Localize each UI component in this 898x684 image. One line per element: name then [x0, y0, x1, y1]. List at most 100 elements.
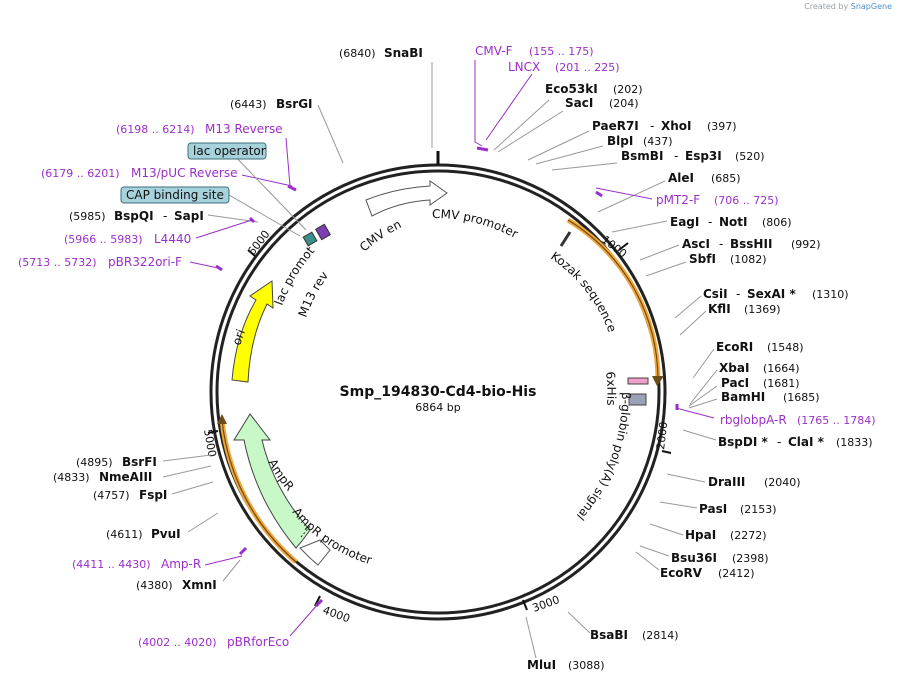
primer-pmt2-f[interactable]: pMT2-F(706 .. 725) — [656, 193, 779, 207]
site-pvui[interactable]: (4611)PvuI — [106, 527, 181, 541]
cmv-enhancer-arrow[interactable] — [365, 180, 448, 217]
svg-text:(1765 .. 1784): (1765 .. 1784) — [797, 414, 876, 427]
primer-l4440[interactable]: (5966 .. 5983)L4440 — [64, 232, 191, 246]
svg-text:BsmBI: BsmBI — [621, 149, 663, 163]
svg-text:(1681): (1681) — [763, 377, 800, 390]
site-bspdi[interactable]: BspDI *-ClaI * (1833) — [718, 435, 873, 449]
svg-text:BssHII: BssHII — [730, 237, 772, 251]
svg-text:(2412): (2412) — [718, 567, 755, 580]
site-bamhi[interactable]: BamHI (1685) — [721, 390, 820, 404]
svg-text:(6840): (6840) — [339, 47, 376, 60]
svg-text:BsrFI: BsrFI — [122, 455, 157, 469]
feature-m13-rev: M13 rev — [296, 269, 331, 319]
site-nmeaiii[interactable]: (4833)NmeAIII — [53, 470, 152, 484]
primer-pbrforeco[interactable]: (4002 .. 4020)pBRforEco — [138, 635, 289, 649]
site-sbfi[interactable]: SbfI(1082) — [689, 252, 767, 266]
svg-text:(806): (806) — [762, 216, 792, 229]
ori-arrow[interactable] — [231, 280, 274, 383]
site-mlui[interactable]: MluI (3088) — [527, 658, 605, 672]
svg-text:PacI: PacI — [721, 376, 749, 390]
site-fspi[interactable]: (4757)FspI — [93, 488, 167, 502]
site-bsrfi[interactable]: (4895)BsrFI — [76, 455, 157, 469]
svg-text:(1664): (1664) — [763, 362, 800, 375]
svg-text:(437): (437) — [643, 135, 673, 148]
svg-text:(3088): (3088) — [568, 659, 605, 672]
site-bsu36i[interactable]: Bsu36I (2398) — [671, 551, 769, 565]
lac-operator-mark[interactable] — [314, 223, 332, 241]
svg-text:BamHI: BamHI — [721, 390, 765, 404]
svg-text:M13 Reverse: M13 Reverse — [205, 122, 283, 136]
site-paci[interactable]: PacI (1681) — [721, 376, 800, 390]
site-xbai[interactable]: XbaI(1664) — [719, 361, 800, 375]
ampr-promoter-arrow[interactable] — [299, 539, 331, 566]
primer-m13-reverse[interactable]: (6198 .. 6214)M13 Reverse — [116, 122, 283, 136]
primer-m13-puc-reverse[interactable]: (6179 .. 6201)M13/pUC Reverse — [41, 166, 238, 180]
svg-text:(2398): (2398) — [732, 552, 769, 565]
svg-text:MluI: MluI — [527, 658, 556, 672]
bglobin-polya-mark[interactable] — [628, 393, 647, 406]
svg-text:(2153): (2153) — [740, 503, 777, 516]
svg-text:(4757): (4757) — [93, 489, 130, 502]
svg-text:(202): (202) — [613, 83, 643, 96]
site-pasi[interactable]: PasI (2153) — [699, 502, 777, 516]
site-asci[interactable]: AscI-BssHII(992) — [682, 237, 821, 251]
svg-text:NotI: NotI — [719, 215, 748, 229]
ampr-arrow[interactable] — [233, 413, 311, 549]
site-eagi[interactable]: EagI-NotI(806) — [670, 215, 792, 229]
tick-2000: 2000 — [654, 421, 670, 450]
site-ecori[interactable]: EcoRI(1548) — [716, 340, 804, 354]
svg-text:rbglobpA-R: rbglobpA-R — [720, 413, 787, 427]
credit-prefix: Created by — [804, 2, 849, 11]
feature-6xhis: 6xHis — [603, 371, 618, 406]
svg-text:(1833): (1833) — [836, 436, 873, 449]
site-bsrgi[interactable]: (6443) BsrGI — [230, 97, 313, 111]
cap-site-mark[interactable] — [302, 231, 318, 247]
site-draiii[interactable]: DraIII(2040) — [708, 475, 801, 489]
snapgene-credit: Created by SnapGene — [804, 2, 892, 11]
site-bsmbi[interactable]: BsmBI-Esp3I(520) — [621, 149, 765, 163]
svg-text:-: - — [777, 435, 781, 449]
svg-text:PasI: PasI — [699, 502, 727, 516]
site-bsabi[interactable]: BsaBI(2814) — [590, 628, 679, 642]
site-blpi[interactable]: BlpI (437) — [607, 134, 673, 148]
site-xmni[interactable]: (4380)XmnI — [136, 578, 217, 592]
svg-text:BspDI *: BspDI * — [718, 435, 768, 449]
svg-text:XhoI: XhoI — [661, 119, 692, 133]
svg-text:Bsu36I: Bsu36I — [671, 551, 717, 565]
svg-text:KflI: KflI — [708, 302, 731, 316]
svg-text:ClaI *: ClaI * — [788, 435, 825, 449]
svg-text:-: - — [719, 237, 723, 251]
svg-text:pBRforEco: pBRforEco — [227, 635, 289, 649]
cap-binding-site-box[interactable] — [120, 186, 230, 204]
primer-cmv-f[interactable]: CMV-F(155 .. 175) — [475, 44, 594, 58]
svg-text:-: - — [736, 287, 740, 301]
primer-amp-r[interactable]: (4411 .. 4430)Amp-R — [72, 557, 201, 571]
site-alei[interactable]: AleI(685) — [668, 171, 741, 185]
lac-operator-box[interactable] — [187, 142, 267, 160]
primer-rbglobpa-r[interactable]: rbglobpA-R (1765 .. 1784) — [720, 413, 876, 427]
site-eco53ki[interactable]: Eco53kI(202) — [545, 82, 643, 96]
svg-text:(155 .. 175): (155 .. 175) — [529, 45, 594, 58]
tick-4000: 4000 — [321, 604, 352, 626]
svg-text:BsrGI: BsrGI — [276, 97, 313, 111]
site-csii[interactable]: CsiI-SexAI *(1310) — [703, 287, 849, 301]
sixhis-mark[interactable] — [627, 377, 649, 385]
svg-text:(2814): (2814) — [642, 629, 679, 642]
svg-text:(1685): (1685) — [783, 391, 820, 404]
site-ecorv[interactable]: EcoRV(2412) — [660, 566, 755, 580]
svg-text:BlpI: BlpI — [607, 134, 633, 148]
svg-text:(6443): (6443) — [230, 98, 267, 111]
site-snabi[interactable]: (6840)SnaBI — [339, 46, 423, 60]
site-hpai[interactable]: HpaI(2272) — [685, 528, 767, 542]
site-paer7i[interactable]: PaeR7I-XhoI(397) — [592, 119, 737, 133]
svg-text:CsiI: CsiI — [703, 287, 728, 301]
primer-pbr322ori-f[interactable]: (5713 .. 5732)pBR322ori-F — [18, 255, 182, 269]
svg-text:(685): (685) — [711, 172, 741, 185]
boxed-feature-labels: lac operator CAP binding site — [120, 142, 267, 204]
site-bspqi[interactable]: (5985)BspQI-SapI — [69, 209, 204, 223]
site-kfli[interactable]: KflI(1369) — [708, 302, 781, 316]
site-saci[interactable]: SacI(204) — [565, 96, 639, 110]
svg-text:XmnI: XmnI — [182, 578, 217, 592]
primer-lncx[interactable]: LNCX(201 .. 225) — [508, 60, 620, 74]
